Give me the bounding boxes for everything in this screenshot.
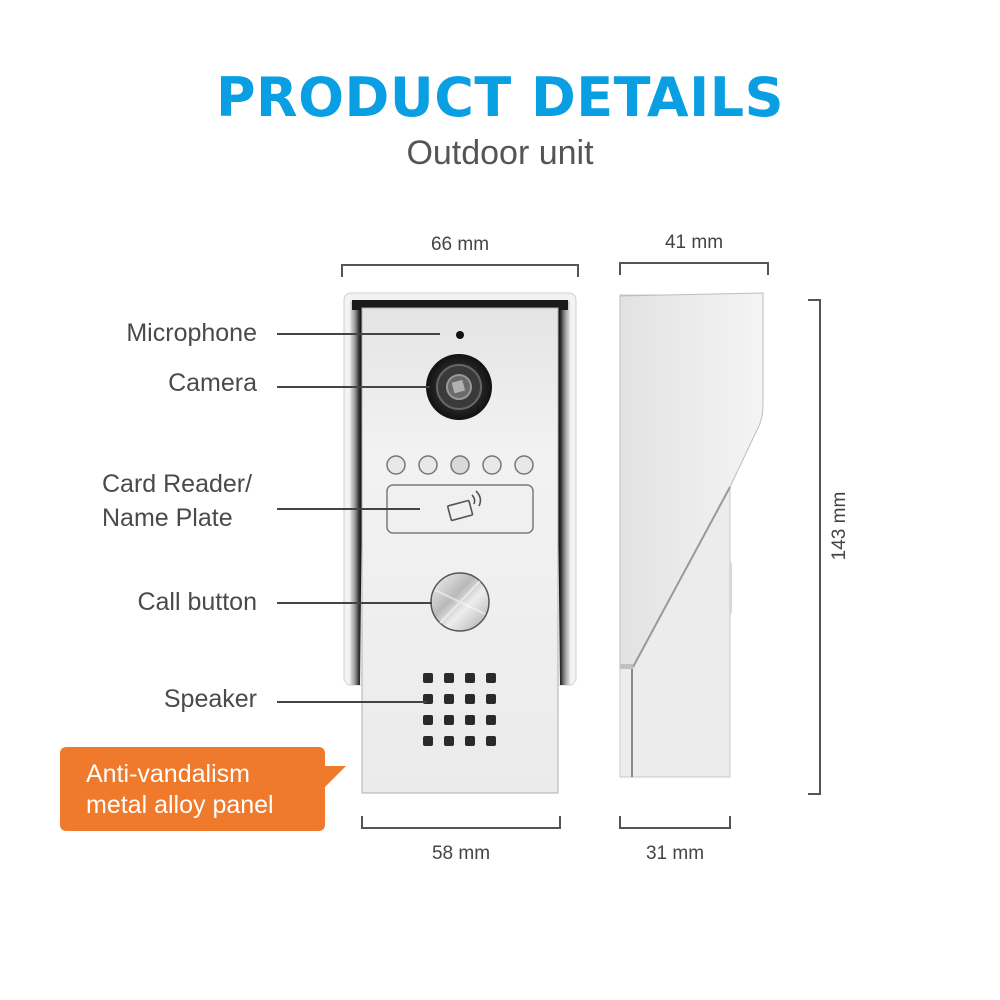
front-view-device — [343, 292, 577, 794]
camera-lens-icon — [426, 354, 492, 420]
callout-call-button: Call button — [137, 588, 257, 616]
leader-call-button — [277, 602, 432, 604]
feature-bubble-tail — [320, 766, 346, 792]
page-title: PRODUCT DETAILS — [215, 66, 785, 129]
side-depth-label: 41 mm — [664, 232, 724, 253]
side-depth-bracket — [619, 262, 769, 275]
leader-camera — [277, 386, 430, 388]
callout-speaker: Speaker — [163, 685, 257, 713]
feature-bubble-line1: Anti-vandalism — [86, 760, 250, 788]
rfid-card-icon — [446, 490, 482, 522]
callout-card-reader-line2: Name Plate — [102, 504, 233, 532]
leader-microphone — [277, 333, 440, 335]
front-width-bracket — [341, 264, 579, 277]
feature-bubble-line2: metal alloy panel — [86, 791, 274, 819]
callout-card-reader-line1: Card Reader/ — [102, 470, 253, 498]
indicator-led-icon — [386, 455, 534, 475]
height-label: 143 mm — [829, 491, 850, 561]
side-bottom-bracket — [619, 816, 731, 829]
side-view-device — [619, 292, 764, 778]
callout-microphone: Microphone — [126, 319, 257, 347]
front-width-label: 66 mm — [430, 234, 490, 255]
leader-card-reader — [277, 508, 420, 510]
front-bottom-bracket — [361, 816, 561, 829]
speaker-grille-icon — [423, 673, 496, 746]
callout-camera: Camera — [168, 369, 257, 397]
microphone-hole-icon — [456, 331, 464, 339]
side-bottom-depth-label: 31 mm — [645, 843, 705, 864]
height-bracket — [808, 299, 821, 795]
feature-bubble: Anti-vandalism metal alloy panel — [60, 747, 325, 831]
front-bottom-width-label: 58 mm — [431, 843, 491, 864]
callout-card-reader: Card Reader/ Name Plate — [60, 467, 270, 535]
leader-speaker — [277, 701, 427, 703]
call-button-icon — [430, 572, 490, 632]
page-subtitle: Outdoor unit — [406, 134, 594, 172]
